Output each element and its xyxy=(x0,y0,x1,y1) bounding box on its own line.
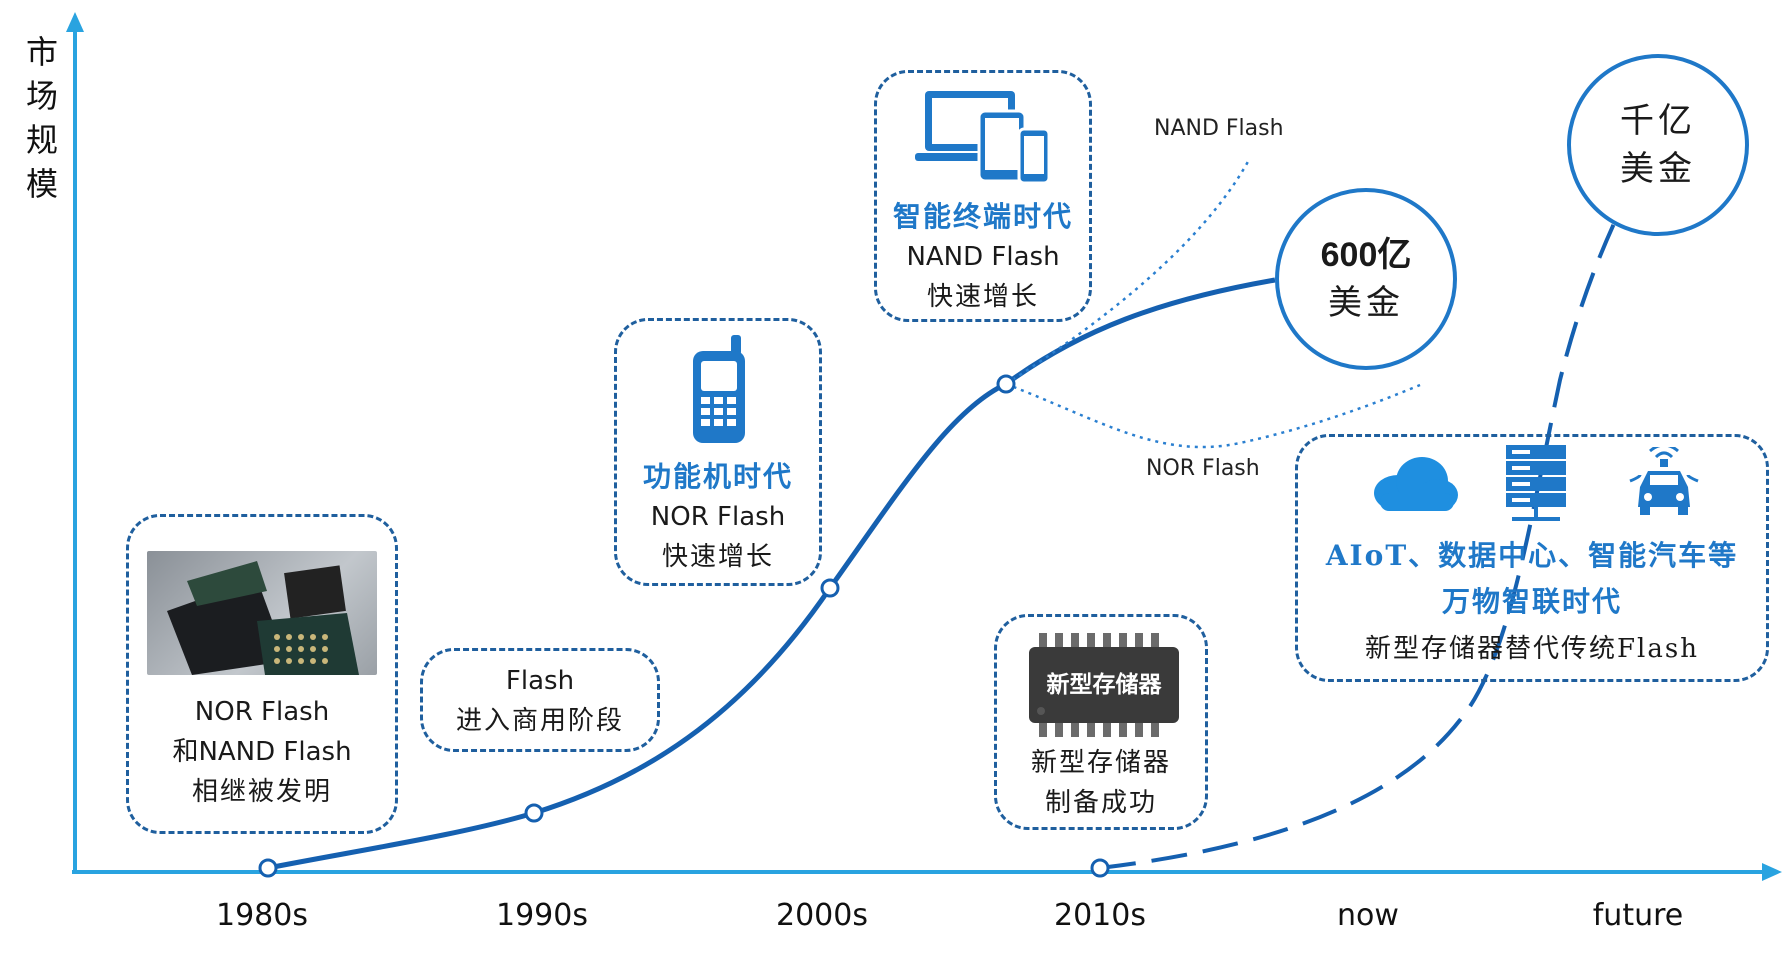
smart-terminal-line: NAND Flash xyxy=(906,242,1060,272)
invention-line: 和NAND Flash xyxy=(172,737,352,767)
commercial-box: Flash 进入商用阶段 xyxy=(420,648,660,752)
x-tick-label: 1980s xyxy=(216,898,308,933)
x-tick-label: now xyxy=(1337,898,1399,933)
devices-icon xyxy=(915,91,1051,185)
aiot-box: AIoT、数据中心、智能汽车等 万物智联时代 新型存储器替代传统Flash xyxy=(1295,434,1769,682)
y-axis-arrow xyxy=(66,12,84,32)
milestone-dot xyxy=(524,803,544,823)
current-market-unit: 美金 xyxy=(1328,283,1404,323)
car-icon xyxy=(1629,447,1699,515)
feature-phone-line: NOR Flash xyxy=(650,502,786,532)
future-market-unit: 美金 xyxy=(1620,149,1696,189)
milestone-dot xyxy=(1090,858,1110,878)
chip-label: 新型存储器 xyxy=(1046,671,1162,698)
feature-phone-line: 快速增长 xyxy=(661,542,774,572)
cloud-icon xyxy=(1374,457,1458,511)
feature-phone-era: 功能机时代 xyxy=(642,460,793,493)
nand-trend-curve xyxy=(1005,157,1252,386)
flash-chips-photo xyxy=(147,551,377,675)
future-market-bubble: 千亿 美金 xyxy=(1567,54,1749,236)
x-tick-label: 1990s xyxy=(496,898,588,933)
milestone-dot xyxy=(820,578,840,598)
nor-trend-curve xyxy=(1005,382,1421,449)
commercial-line: 进入商用阶段 xyxy=(455,706,624,736)
x-tick-label: 2010s xyxy=(1054,898,1146,933)
current-market-bubble: 600亿 美金 xyxy=(1275,188,1457,370)
milestone-dot xyxy=(258,858,278,878)
aiot-line: 新型存储器替代传统Flash xyxy=(1365,634,1699,664)
invention-box: NOR Flash 和NAND Flash 相继被发明 xyxy=(126,514,398,834)
cell-phone-icon xyxy=(693,335,745,443)
x-axis-arrow xyxy=(1762,863,1782,881)
smart-terminal-box: 智能终端时代 NAND Flash 快速增长 xyxy=(874,70,1092,322)
nand-curve-label: NAND Flash xyxy=(1154,116,1284,141)
future-market-value: 千亿 xyxy=(1620,101,1696,141)
aiot-era: 万物智联时代 xyxy=(1441,585,1622,618)
new-memory-line: 新型存储器 xyxy=(1030,748,1171,778)
x-tick-label: future xyxy=(1592,898,1684,933)
y-axis-label: 市场规模 xyxy=(25,33,58,203)
server-icon xyxy=(1506,445,1566,521)
milestone-dot xyxy=(996,374,1016,394)
smart-terminal-era: 智能终端时代 xyxy=(892,200,1073,233)
memory-chip-icon xyxy=(1029,633,1179,737)
commercial-line: Flash xyxy=(505,666,575,696)
current-market-value: 600亿 xyxy=(1320,236,1412,274)
new-memory-curve xyxy=(1099,189,1632,870)
new-memory-box: 新型存储器 新型存储器 制备成功 xyxy=(994,614,1208,830)
invention-line: NOR Flash xyxy=(194,697,330,727)
invention-line: 相继被发明 xyxy=(191,777,332,807)
new-memory-line: 制备成功 xyxy=(1044,788,1157,818)
nor-curve-label: NOR Flash xyxy=(1146,456,1260,481)
feature-phone-box: 功能机时代 NOR Flash 快速增长 xyxy=(614,318,822,586)
smart-terminal-line: 快速增长 xyxy=(926,282,1039,312)
x-tick-label: 2000s xyxy=(776,898,868,933)
aiot-era: AIoT、数据中心、智能汽车等 xyxy=(1325,539,1739,572)
